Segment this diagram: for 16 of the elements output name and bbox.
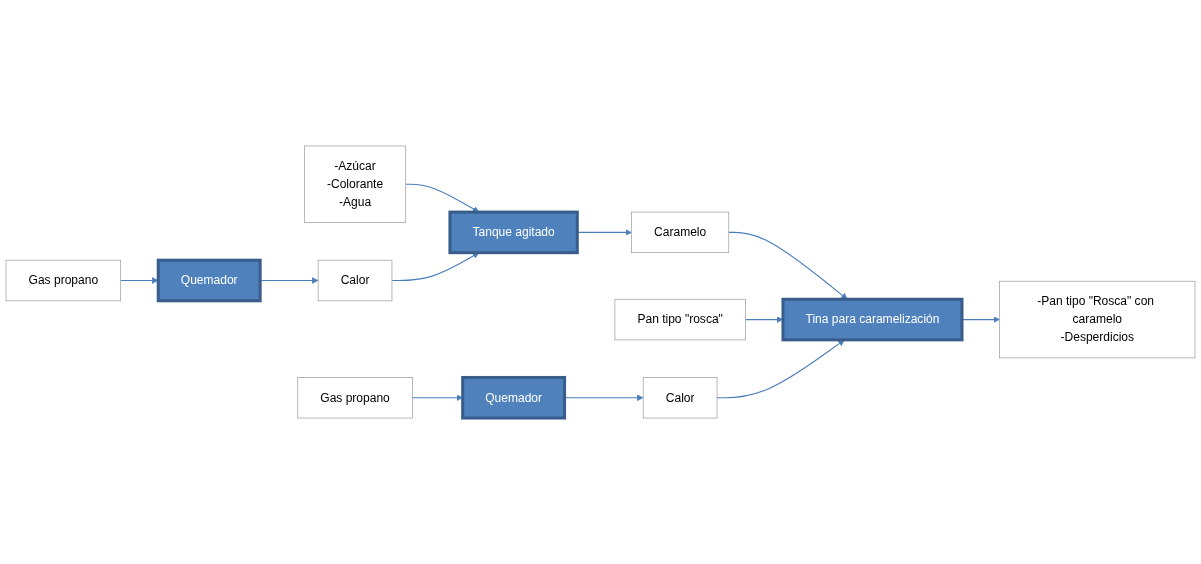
node-box: Tina para caramelización	[781, 297, 964, 342]
node-box: -Pan tipo "Rosca" con caramelo -Desperdicios	[999, 280, 1196, 359]
node-box: Calor	[317, 259, 393, 302]
node-box: Gas propano	[5, 259, 122, 302]
node-box: Quemador	[461, 375, 567, 420]
node-box: Calor	[642, 377, 718, 419]
node-box: Tanque agitado	[448, 210, 579, 255]
node-box: Gas propano	[297, 377, 413, 419]
node-box: Pan tipo "rosca"	[614, 298, 746, 341]
arrow	[391, 252, 480, 282]
node-box: -Azúcar -Colorante -Agua	[304, 145, 407, 223]
node-box: Quemador	[156, 258, 262, 303]
node-box: Caramelo	[631, 211, 730, 254]
arrow	[716, 339, 845, 399]
arrow	[728, 231, 848, 300]
arrow	[405, 183, 480, 213]
